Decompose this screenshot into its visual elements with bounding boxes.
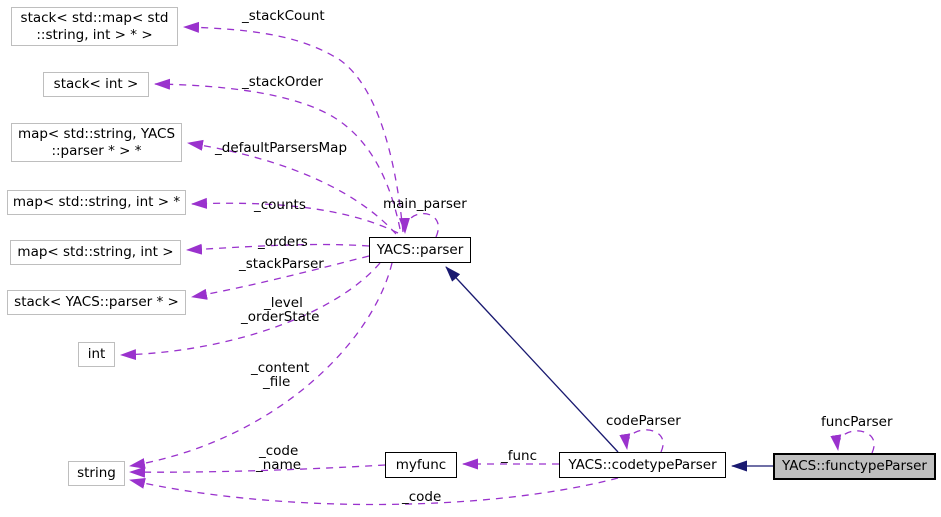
edge-counts — [191, 197, 399, 234]
node-label: YACS::codetypeParser — [568, 456, 717, 473]
edge-codeparser-loop — [619, 429, 664, 453]
node-stack-int: stack< int > — [43, 72, 149, 97]
edge-code — [129, 477, 619, 506]
edge-label-stackparser: _stackParser — [239, 256, 324, 272]
edge-label-orders: _orders — [258, 234, 308, 250]
edge-stackcount — [183, 21, 404, 233]
node-label: stack< YACS::parser * > — [14, 294, 179, 310]
node-label: map< std::string, YACS — [17, 125, 176, 142]
edge-stackorder — [154, 78, 401, 230]
node-yacs-parser[interactable]: YACS::parser — [369, 237, 471, 263]
edge-defaultparsersmap — [187, 139, 397, 235]
node-label: string — [77, 465, 116, 481]
edge-label-code-myfunc: _code — [259, 443, 299, 459]
node-stack-yacs-parser-ptr: stack< YACS::parser * > — [7, 290, 186, 315]
edge-label-stackcount: _stackCount — [242, 8, 325, 24]
edge-label-main-parser: main_parser — [383, 196, 467, 212]
node-yacs-codetypeparser[interactable]: YACS::codetypeParser — [559, 452, 726, 478]
edge-inherit-codetype-parser — [445, 266, 619, 453]
edge-label-defaultparsersmap: _defaultParsersMap — [215, 140, 348, 156]
edge-label-funcparser: funcParser — [821, 414, 893, 430]
edge-funcparser-loop — [830, 430, 875, 454]
edge-label-file: _file — [263, 374, 291, 390]
node-label: ::parser * > * — [51, 142, 142, 159]
edge-content-file — [129, 262, 393, 469]
node-label: myfunc — [395, 456, 447, 473]
node-label: int — [87, 346, 106, 362]
node-map-string-int-ptr: map< std::string, int > * — [7, 190, 186, 215]
edge-label-func: _func — [501, 448, 538, 464]
node-myfunc[interactable]: myfunc — [385, 452, 457, 478]
node-label: map< std::string, int > * — [12, 194, 181, 210]
node-map-string-yacs-parser-ptr: map< std::string, YACS ::parser * > * — [11, 123, 182, 162]
node-map-string-int: map< std::string, int > — [10, 240, 181, 265]
edge-main-parser-loop — [398, 212, 439, 238]
edge-label-counts: _counts — [254, 197, 306, 213]
node-string: string — [68, 461, 125, 486]
edge-code-name — [129, 464, 386, 478]
edge-label-level: _level — [264, 295, 303, 311]
edge-label-code-codetype: _code — [402, 489, 442, 505]
node-yacs-functypeparser: YACS::functypeParser — [773, 453, 936, 480]
edge-label-codeparser: codeParser — [606, 413, 681, 429]
edge-label-content: _content — [251, 360, 310, 376]
node-label: stack< int > — [53, 76, 139, 92]
node-label: YACS::functypeParser — [782, 458, 927, 474]
node-label: stack< std::map< std — [20, 9, 169, 26]
edge-orders — [186, 243, 370, 255]
node-label: YACS::parser — [376, 241, 464, 258]
edge-label-orderstate: _orderState — [241, 309, 320, 325]
edge-label-stackorder: _stackOrder — [242, 74, 323, 90]
node-stack-map-string-int-ptr: stack< std::map< std ::string, int > * > — [11, 7, 178, 46]
edge-stackparser — [191, 255, 370, 300]
edge-label-name-myfunc: _name — [256, 457, 302, 473]
node-label: map< std::string, int > — [17, 244, 174, 260]
edge-level-orderstate — [120, 262, 381, 361]
node-label: ::string, int > * > — [36, 26, 153, 43]
node-int: int — [78, 342, 115, 367]
